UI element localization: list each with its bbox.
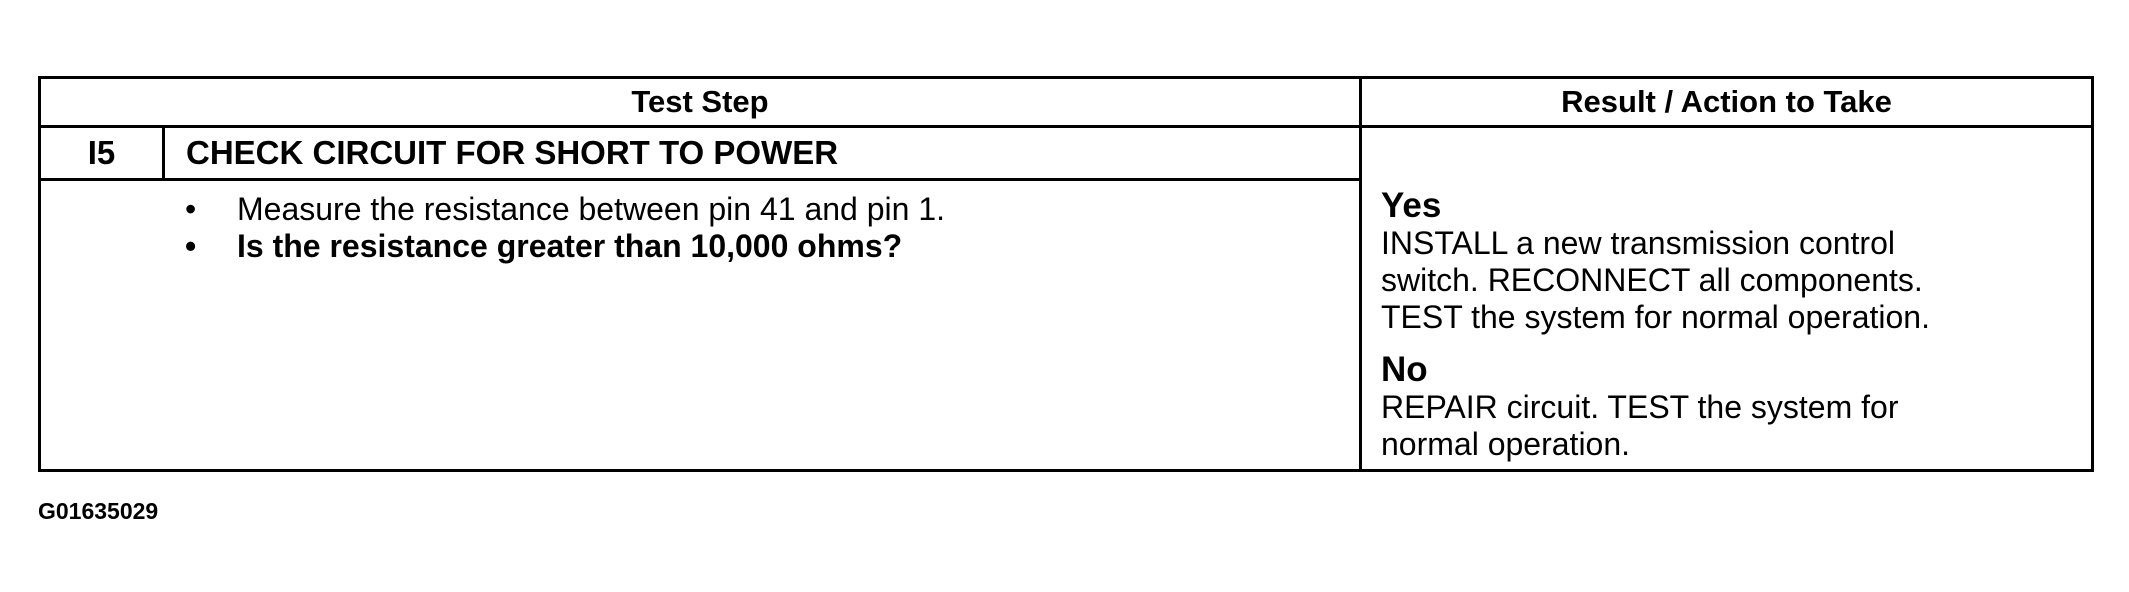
bullet-dot-icon: • [185,191,197,227]
result-yes: Yes INSTALL a new transmission control s… [1381,187,1930,336]
result-yes-line: switch. RECONNECT all components. [1381,262,1923,298]
step-title-divider [41,178,1359,181]
step-title: CHECK CIRCUIT FOR SHORT TO POWER [186,134,839,171]
step-number-divider [162,125,165,181]
result-no-line: normal operation. [1381,426,1631,462]
figure-id: G01635029 [38,498,159,524]
result-no-line: REPAIR circuit. TEST the system for [1381,389,1899,425]
result-yes-line: TEST the system for normal operation. [1381,299,1930,335]
test-step-table: Test Step Result / Action to Take I5 CHE… [38,76,2094,472]
step-number: I5 [87,134,116,171]
column-divider [1359,79,1362,469]
bullet-text: Measure the resistance between pin 41 an… [237,191,946,227]
bullet-dot-icon: • [185,228,197,264]
header-test-step: Test Step [631,84,769,119]
result-no: No REPAIR circuit. TEST the system for n… [1381,351,1898,463]
result-yes-line: INSTALL a new transmission control [1381,225,1895,261]
header-result-action: Result / Action to Take [1561,84,1892,119]
bullet-item: • Measure the resistance between pin 41 … [181,191,945,228]
header-divider [41,125,2091,128]
bullet-text: Is the resistance greater than 10,000 oh… [237,228,903,264]
result-no-label: No [1381,350,1428,389]
bullet-item: • Is the resistance greater than 10,000 … [181,228,945,265]
result-yes-label: Yes [1381,186,1442,225]
step-bullet-list: • Measure the resistance between pin 41 … [181,191,945,265]
